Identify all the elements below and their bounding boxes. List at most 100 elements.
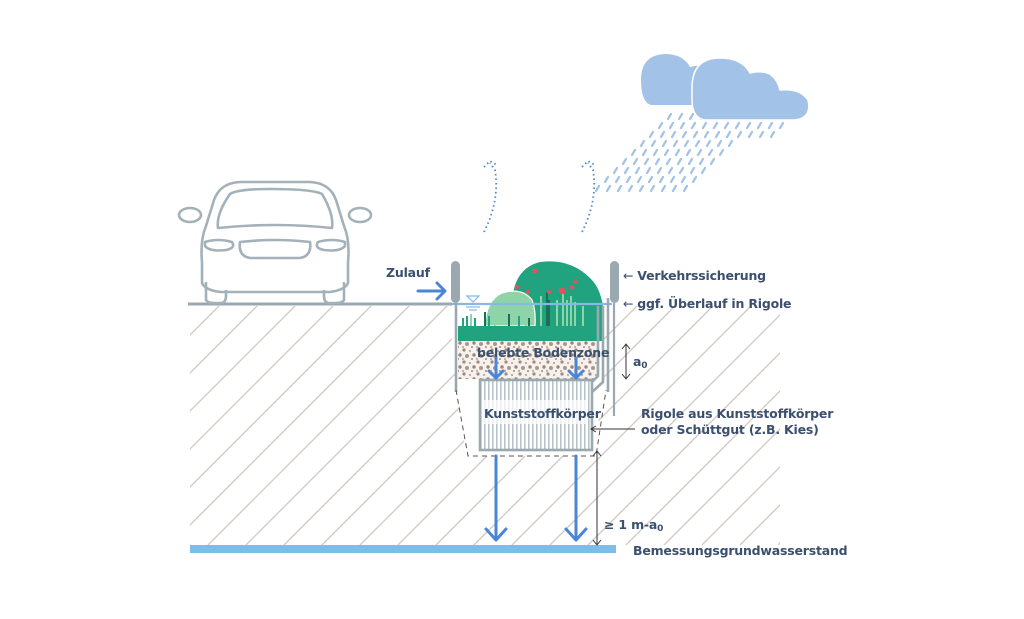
hatch-line bbox=[0, 305, 144, 545]
grass-blade bbox=[508, 314, 510, 328]
plastic-body-label: Kunststoffkörper bbox=[484, 406, 601, 421]
raindrop bbox=[689, 166, 696, 175]
hatch-line bbox=[245, 306, 487, 545]
grass-blade bbox=[582, 306, 584, 328]
rain-cloud-icon bbox=[594, 54, 810, 193]
grass-blade bbox=[590, 312, 592, 328]
dimension-depth-arrow bbox=[592, 450, 602, 546]
hatch-line bbox=[0, 305, 182, 545]
raindrop bbox=[661, 139, 668, 148]
raindrop bbox=[645, 166, 652, 175]
evaporation-arrow-icon bbox=[483, 159, 498, 233]
grass-blade bbox=[484, 312, 486, 328]
raindrop bbox=[623, 166, 630, 175]
hatch-line bbox=[190, 306, 373, 545]
raindrop bbox=[705, 139, 712, 148]
grass-blade bbox=[494, 318, 496, 328]
arrow-left-icon: ← bbox=[623, 296, 634, 311]
grass-blade bbox=[540, 296, 542, 328]
raindrop bbox=[682, 184, 689, 193]
hatch-line bbox=[190, 306, 411, 545]
soil-hatching bbox=[0, 305, 1024, 545]
raindrop bbox=[690, 121, 697, 130]
raindrop bbox=[679, 121, 686, 130]
raindrop bbox=[718, 148, 725, 157]
raindrop bbox=[643, 157, 650, 166]
inflow-label: Zulauf bbox=[386, 265, 430, 280]
raindrop bbox=[621, 157, 628, 166]
raindrop bbox=[688, 112, 695, 121]
arrow-left-icon: ← bbox=[623, 268, 634, 283]
overflow-label: ←ggf. Überlauf in Rigole bbox=[623, 296, 792, 311]
hatch-line bbox=[207, 306, 449, 545]
traffic-safety-post-right bbox=[610, 261, 619, 303]
hatch-line bbox=[190, 306, 335, 545]
raindrop bbox=[694, 139, 701, 148]
raindrop bbox=[680, 175, 687, 184]
infiltration-arrows bbox=[484, 356, 588, 542]
grass-blade bbox=[462, 318, 464, 328]
hatch-line bbox=[930, 305, 1024, 545]
traffic-safety-post-left bbox=[451, 261, 460, 303]
soil-zone-label: belebte Bodenzone bbox=[477, 345, 610, 360]
raindrop bbox=[671, 184, 678, 193]
raindrop bbox=[712, 121, 719, 130]
raindrop bbox=[678, 166, 685, 175]
grass-blade bbox=[466, 316, 468, 328]
grass-blade bbox=[570, 296, 572, 328]
min-distance-label: ≥ 1 m-a0 bbox=[604, 517, 663, 537]
raindrop bbox=[677, 112, 684, 121]
hatch-line bbox=[854, 305, 1024, 545]
raindrop bbox=[627, 184, 634, 193]
raindrop bbox=[605, 184, 612, 193]
raindrop bbox=[745, 121, 752, 130]
planting bbox=[458, 261, 605, 341]
raindrop bbox=[672, 139, 679, 148]
planter-walls bbox=[454, 298, 610, 393]
raindrop bbox=[632, 157, 639, 166]
a0-label: a0 bbox=[633, 354, 648, 374]
plastic-body-label-bg bbox=[484, 400, 588, 424]
hatch-line bbox=[625, 306, 780, 545]
raindrop bbox=[654, 157, 661, 166]
raindrop bbox=[700, 166, 707, 175]
raindrop bbox=[691, 175, 698, 184]
hatch-line bbox=[587, 306, 780, 545]
hatch-line bbox=[549, 306, 780, 545]
raindrop bbox=[638, 184, 645, 193]
rigole-excavation-outline bbox=[455, 389, 607, 457]
raindrop bbox=[594, 184, 601, 193]
hatch-line bbox=[190, 306, 221, 545]
raindrop bbox=[630, 148, 637, 157]
raindrop bbox=[727, 139, 734, 148]
raindrop bbox=[652, 148, 659, 157]
rigole-label-line2: oder Schüttgut (z.B. Kies) bbox=[641, 422, 819, 437]
dimension-a0-arrow bbox=[621, 343, 631, 380]
raindrop bbox=[665, 157, 672, 166]
hatch-line bbox=[892, 305, 1024, 545]
grass-blade bbox=[488, 316, 490, 328]
hatch-line bbox=[0, 305, 68, 545]
grass-blade bbox=[474, 318, 476, 328]
raindrop bbox=[674, 148, 681, 157]
raindrop bbox=[701, 121, 708, 130]
raindrop bbox=[736, 130, 743, 139]
groundwater-label: Bemessungsgrundwasserstand bbox=[633, 543, 848, 558]
grass-blade bbox=[574, 302, 576, 328]
a0-main: a bbox=[633, 354, 642, 369]
raindrop bbox=[669, 175, 676, 184]
a0-subscript: 0 bbox=[641, 361, 648, 371]
water-level-triangle-icon bbox=[465, 295, 481, 311]
min-distance-text: ≥ 1 m-a bbox=[604, 517, 658, 532]
grass-blade bbox=[518, 316, 520, 328]
grass-blade bbox=[525, 312, 527, 328]
raindrop bbox=[707, 148, 714, 157]
hatch-line bbox=[968, 305, 1024, 545]
grass-blade bbox=[566, 300, 568, 328]
raindrop bbox=[648, 130, 655, 139]
raindrop bbox=[725, 130, 732, 139]
raindrop bbox=[668, 121, 675, 130]
hatch-line bbox=[663, 306, 780, 545]
raindrop bbox=[657, 121, 664, 130]
raindrop bbox=[603, 175, 610, 184]
